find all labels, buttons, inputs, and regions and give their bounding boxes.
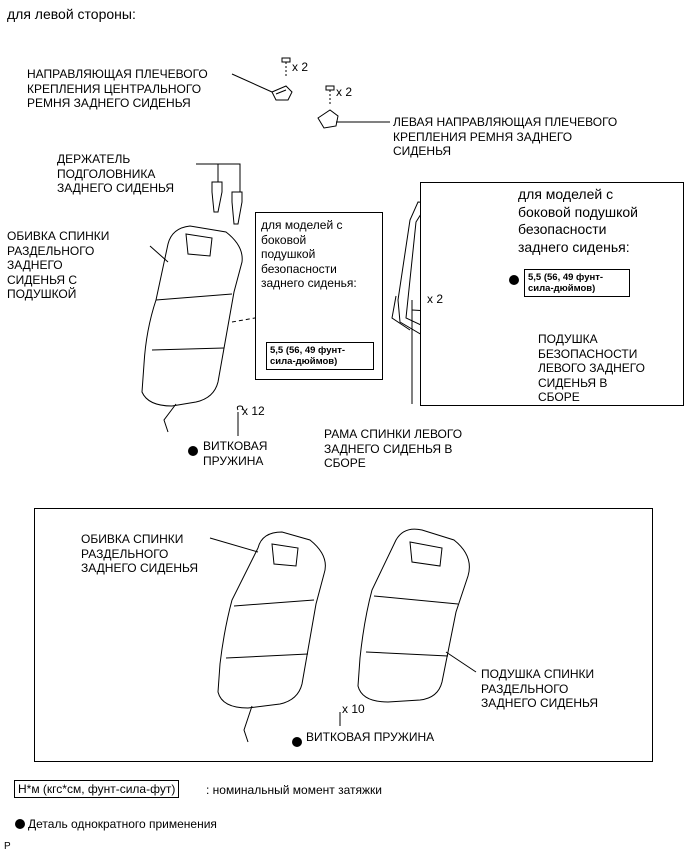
legend-torque-desc: : номинальный момент затяжки (206, 783, 382, 797)
count-x2: x 2 (292, 60, 309, 74)
label-center-belt-guide: НАПРАВЛЯЮЩАЯ ПЛЕЧЕВОГО КРЕПЛЕНИЯ ЦЕНТРАЛ… (27, 67, 208, 110)
footer-code: P (4, 841, 11, 852)
center-belt-guide-icon (271, 85, 293, 101)
count-x12: x 12 (242, 404, 265, 418)
nonreusable-dot-icon (509, 275, 519, 285)
nonreusable-marker (292, 733, 305, 751)
torque-spec-right: 5,5 (56, 49 фунт- сила-дюймов) (524, 269, 630, 297)
seatback-cover-icon (217, 531, 326, 743)
label-seatback-cover: ОБИВКА СПИНКИ РАЗДЕЛЬНОГО ЗАДНЕГО СИДЕНЬ… (81, 532, 199, 575)
nonreusable-dot-icon (188, 446, 198, 456)
screw-icon (325, 85, 335, 106)
label-airbag-assy: ПОДУШКА БЕЗОПАСНОСТИ ЛЕВОГО ЗАДНЕГО СИДЕ… (538, 332, 645, 404)
headrest-holder-icon (211, 181, 243, 225)
nonreusable-marker (188, 442, 201, 460)
nonreusable-dot-icon (292, 737, 302, 747)
label-side-airbag-note-right: для моделей с боковой подушкой безопасно… (518, 186, 638, 255)
legend-torque-box: Н*м (кгс*см, фунт-сила-фут) (14, 780, 180, 798)
label-seatback-cover-pad: ОБИВКА СПИНКИ РАЗДЕЛЬНОГО ЗАДНЕГО СИДЕНЬ… (7, 229, 110, 301)
label-seatback-pad: ПОДУШКА СПИНКИ РАЗДЕЛЬНОГО ЗАДНЕГО СИДЕН… (481, 667, 599, 710)
label-coil-spring: ВИТКОВАЯ ПРУЖИНА (306, 730, 435, 744)
legend-torque-unit: Н*м (кгс*см, фунт-сила-фут) (18, 782, 176, 796)
page-title: для левой стороны: (7, 6, 136, 22)
left-belt-guide-icon (317, 109, 339, 129)
seatback-cover-pad-icon (141, 225, 243, 433)
torque-spec-left: 5,5 (56, 49 фунт- сила-дюймов) (266, 342, 374, 370)
count-x2: x 2 (336, 85, 353, 99)
bottom-frame (34, 508, 653, 762)
label-side-airbag-note-left: для моделей с боковой подушкой безопасно… (261, 218, 357, 290)
screw-icon (281, 57, 291, 76)
label-coil-spring: ВИТКОВАЯ ПРУЖИНА (203, 439, 268, 468)
count-x10: x 10 (342, 702, 365, 716)
nonreusable-dot-icon (15, 819, 25, 829)
count-x2: x 2 (427, 292, 444, 306)
seatback-pad-icon (357, 528, 470, 703)
label-left-belt-guide: ЛЕВАЯ НАПРАВЛЯЮЩАЯ ПЛЕЧЕВОГО КРЕПЛЕНИЯ Р… (393, 115, 618, 158)
nonreusable-marker (509, 271, 522, 289)
legend-nonreusable-text: Деталь однократного применения (28, 817, 217, 831)
label-frame-assy: РАМА СПИНКИ ЛЕВОГО ЗАДНЕГО СИДЕНЬЯ В СБО… (324, 427, 463, 470)
label-headrest-holder: ДЕРЖАТЕЛЬ ПОДГОЛОВНИКА ЗАДНЕГО СИДЕНЬЯ (57, 152, 175, 195)
coil-spring-icon (236, 405, 244, 411)
legend-nonreusable: Деталь однократного применения (15, 817, 217, 831)
